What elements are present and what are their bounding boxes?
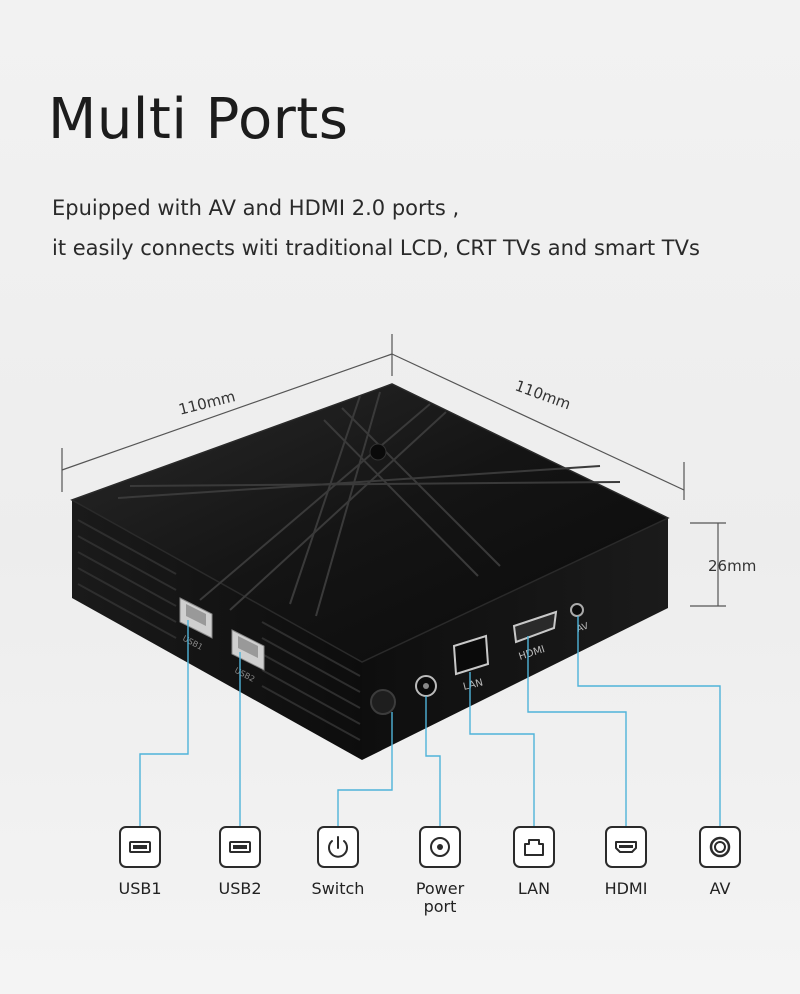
port-power-label: Power port [415,879,465,916]
device-switch-button [370,689,396,715]
page-title: Multi Ports [48,87,349,152]
connector-av [577,616,721,826]
device-lan-port [452,634,490,676]
device-left-side [72,500,362,760]
vent-grooves [77,519,361,741]
device-av-jack [570,603,584,617]
port-switch: Switch [298,826,378,897]
connector-switch [337,712,393,826]
port-hdmi-label: HDMI [604,879,648,898]
subtitle-line-1: Epuipped with AV and HDMI 2.0 ports , [52,196,460,220]
connector-lines [139,616,721,826]
port-usb2: USB2 [200,826,280,897]
port-lan: LAN [494,826,574,897]
port-lan-label: LAN [517,879,551,898]
connector-lan [469,672,535,826]
port-usb2-label: USB2 [218,879,262,898]
device-hdmi-port [512,610,558,644]
port-usb1: USB1 [100,826,180,897]
port-hdmi: HDMI [586,826,666,897]
device-front-ports [370,603,584,715]
hdmi-port-icon [605,826,647,868]
port-av: AV [680,826,760,897]
top-indicator-dot [369,443,387,461]
port-av-label: AV [709,879,731,898]
port-power: Power port [400,826,480,916]
usb-port-icon [119,826,161,868]
dimension-height-label: 26mm [708,557,757,575]
power-jack-icon [419,826,461,868]
connector-usb1 [139,620,189,826]
device-lan-label: LAN [462,677,484,693]
device-usb-ports [179,597,265,671]
dimension-lines [61,334,726,607]
connector-hdmi [527,636,627,826]
device-top-face [70,383,670,663]
top-x-pattern [117,391,621,617]
lan-port-icon [513,826,555,868]
port-usb1-label: USB1 [118,879,162,898]
device-av-label: AV [576,621,591,635]
connector-power [425,696,441,826]
port-switch-label: Switch [311,879,365,898]
subtitle-line-2: it easily connects witi traditional LCD,… [52,236,700,260]
usb-port-icon [219,826,261,868]
power-switch-icon [317,826,359,868]
av-jack-icon [699,826,741,868]
